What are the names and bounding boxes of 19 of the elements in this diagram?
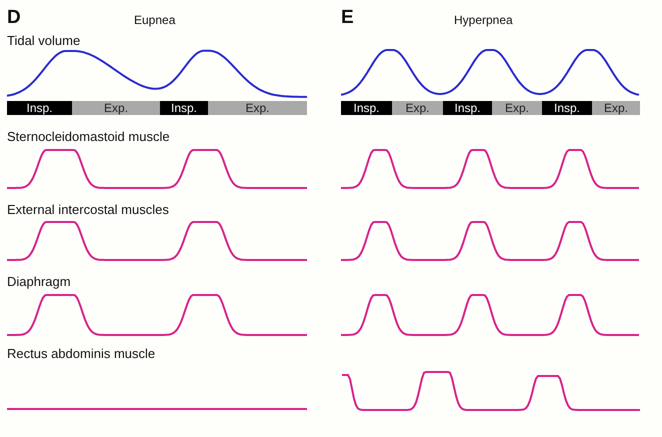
panel-letter: E	[341, 6, 354, 30]
expiration-phase-bar: Exp.	[392, 101, 443, 115]
trace-label: Rectus abdominis muscle	[7, 346, 156, 362]
trace-label: Sternocleidomastoid muscle	[7, 129, 170, 146]
inspiration-phase-bar: Insp.	[7, 101, 72, 115]
trace-label: Tidal volume	[7, 33, 80, 50]
expiration-phase-bar: Exp.	[72, 101, 160, 115]
inspiration-phase-bar: Insp.	[542, 101, 592, 115]
trace-label: External intercostal muscles	[7, 202, 169, 218]
inspiration-phase-bar: Insp.	[341, 101, 392, 115]
inspiration-phase-bar: Insp.	[443, 101, 492, 115]
panel-title: Eupnea	[134, 13, 176, 28]
inspiration-phase-bar: Insp.	[160, 101, 208, 115]
expiration-phase-bar: Exp.	[208, 101, 307, 115]
trace-label: Diaphragm	[7, 274, 71, 290]
expiration-phase-bar: Exp.	[492, 101, 542, 115]
panel-letter: D	[7, 6, 21, 30]
expiration-phase-bar: Exp.	[592, 101, 640, 115]
panel-title: Hyperpnea	[454, 13, 513, 28]
